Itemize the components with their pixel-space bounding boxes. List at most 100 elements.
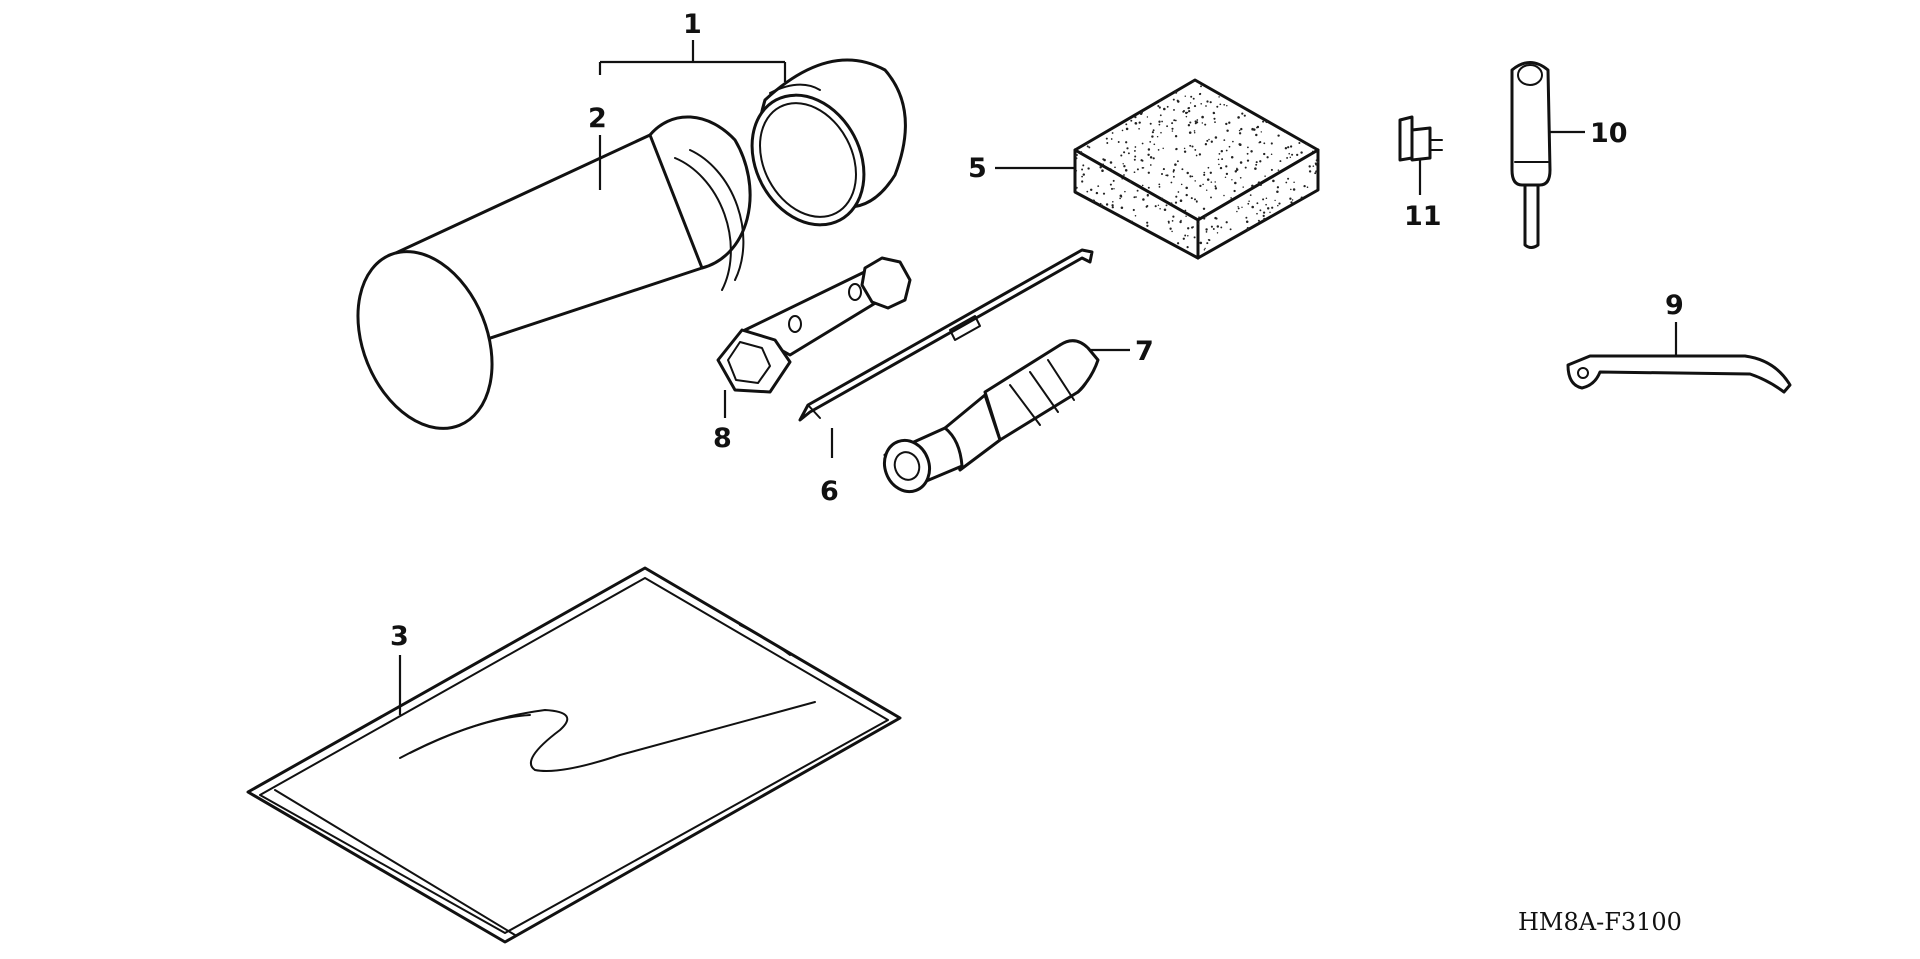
- sponge-texture-dot: [1157, 149, 1160, 151]
- sponge-texture-dot: [1262, 198, 1265, 201]
- sponge-texture-dot: [1189, 175, 1192, 178]
- sponge-texture-dot: [1162, 168, 1165, 171]
- sponge-texture-dot: [1135, 122, 1138, 125]
- sponge-texture-dot: [1277, 169, 1280, 171]
- sponge-texture-dot: [1306, 186, 1309, 188]
- sponge-texture-dot: [1185, 193, 1188, 197]
- sponge-texture-dot: [1158, 185, 1161, 188]
- sponge-texture-dot: [1123, 151, 1126, 154]
- sponge-texture-dot: [1191, 175, 1194, 178]
- sponge-texture-dot: [1174, 135, 1178, 138]
- sponge-texture-dot: [1170, 202, 1173, 205]
- sponge-texture-dot: [1203, 171, 1206, 174]
- sponge-texture-dot: [1305, 143, 1308, 146]
- sponge-texture-dot: [1086, 190, 1089, 193]
- sponge-texture-dot: [1112, 179, 1115, 182]
- sponge-texture-dot: [1186, 171, 1189, 175]
- sponge-texture-dot: [1230, 197, 1232, 199]
- sponge-texture-dot: [1151, 131, 1154, 134]
- sponge-texture-dot: [1203, 217, 1206, 220]
- sponge-texture-dot: [1195, 200, 1198, 203]
- sponge-texture-dot: [1123, 174, 1125, 176]
- sponge-texture-dot: [1159, 99, 1162, 102]
- sponge-texture-dot: [1214, 136, 1218, 139]
- sponge-texture-dot: [1152, 157, 1155, 160]
- sponge-texture-dot: [1194, 198, 1196, 201]
- sponge-texture-dot: [1081, 168, 1084, 171]
- owners-manual-bag: [246, 566, 902, 944]
- sponge-texture-dot: [1160, 197, 1163, 200]
- sponge-texture-dot: [1146, 193, 1149, 196]
- sponge-texture-dot: [1204, 247, 1206, 250]
- sponge-texture-dot: [1187, 124, 1191, 127]
- sponge-texture-dot: [1213, 112, 1216, 115]
- sponge-texture-dot: [1168, 94, 1170, 97]
- sponge-texture-dot: [1200, 85, 1202, 88]
- sponge-texture-dot: [1120, 154, 1123, 157]
- sponge-texture-dot: [1082, 164, 1085, 167]
- sponge-texture-dot: [1257, 219, 1260, 222]
- sponge-texture-dot: [1110, 187, 1114, 190]
- sponge-texture-dot: [1255, 161, 1258, 164]
- sponge-texture-dot: [1163, 107, 1166, 111]
- sponge-texture-dot: [1210, 225, 1213, 228]
- sponge-texture-dot: [1111, 132, 1114, 134]
- sponge-texture-dot: [1184, 95, 1187, 97]
- sponge-texture-dot: [1172, 170, 1175, 173]
- sponge-texture-dot: [1081, 180, 1084, 183]
- sponge-texture-dot: [1260, 131, 1263, 133]
- sponge-texture-dot: [1184, 209, 1187, 212]
- sponge-texture-dot: [1205, 189, 1208, 191]
- sponge-texture-dot: [1214, 216, 1217, 220]
- callout-1: 1: [683, 9, 702, 40]
- sponge-texture-dot: [1193, 132, 1196, 134]
- sponge-texture-dot: [1166, 105, 1169, 108]
- sponge-texture-dot: [1277, 204, 1279, 207]
- sponge-texture-dot: [1284, 131, 1286, 133]
- sponge-texture-dot: [1293, 181, 1295, 184]
- sponge-texture-dot: [1255, 163, 1258, 166]
- sponge-texture-dot: [1152, 129, 1155, 132]
- sponge-texture-dot: [1130, 119, 1133, 122]
- sponge-texture-dot: [1214, 121, 1216, 123]
- sponge-texture-dot: [1188, 109, 1191, 113]
- sponge-texture-dot: [1109, 161, 1113, 164]
- sponge-texture-dot: [1206, 100, 1209, 103]
- sponge-texture-dot: [1132, 208, 1135, 212]
- sponge-texture-dot: [1199, 92, 1202, 95]
- sponge-texture-dot: [1289, 197, 1292, 200]
- sponge-texture-dot: [1177, 191, 1180, 193]
- sponge-texture-dot: [1256, 126, 1258, 129]
- sponge-texture-dot: [1198, 153, 1202, 156]
- sponge-texture-dot: [1220, 150, 1224, 153]
- sponge-texture-dot: [1314, 172, 1317, 175]
- sponge-texture-dot: [1147, 153, 1150, 156]
- sponge-texture-dot: [1159, 114, 1162, 117]
- sponge-texture-dot: [1149, 141, 1152, 143]
- sponge-texture-dot: [1228, 145, 1231, 148]
- sponge-texture-dot: [1162, 147, 1164, 150]
- sponge-texture-dot: [1088, 146, 1091, 149]
- sponge-texture-dot: [1136, 168, 1139, 171]
- sponge-texture-dot: [1138, 127, 1140, 130]
- sponge-texture-dot: [1187, 227, 1190, 230]
- sponge-texture-dot: [1274, 199, 1276, 202]
- sponge-texture-dot: [1105, 137, 1108, 140]
- callout-11: 11: [1404, 201, 1442, 232]
- sponge-texture-dot: [1238, 132, 1242, 135]
- fuse-connector: [1398, 115, 1443, 162]
- sponge-texture-dot: [1156, 135, 1159, 138]
- sponge-texture-dot: [1247, 146, 1249, 149]
- sponge-texture-dot: [1206, 242, 1209, 245]
- sponge-texture-dot: [1194, 148, 1197, 151]
- sponge-texture-dot: [1119, 197, 1121, 200]
- sponge-texture-dot: [1147, 148, 1151, 151]
- sponge-texture-dot: [1126, 147, 1129, 150]
- sponge-texture-dot: [1125, 141, 1128, 144]
- sponge-texture-dot: [1193, 236, 1196, 239]
- sponge-texture-dot: [1075, 190, 1077, 193]
- sponge-texture-dot: [1080, 151, 1083, 154]
- sponge-texture-dot: [1256, 212, 1258, 215]
- sponge-texture-dot: [1285, 181, 1288, 184]
- sponge-texture-dot: [1101, 169, 1104, 172]
